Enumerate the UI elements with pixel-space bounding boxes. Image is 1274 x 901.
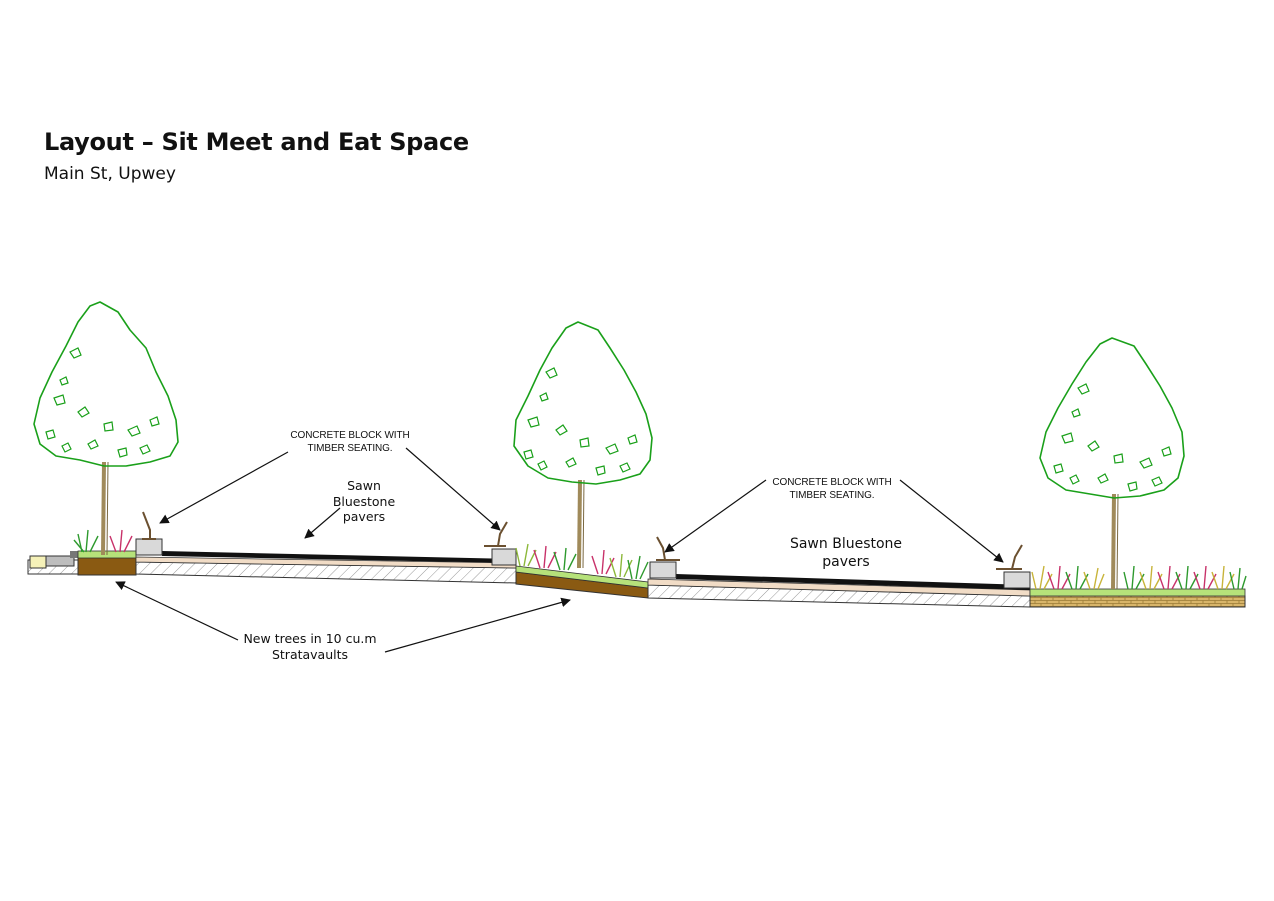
label-seating-left: CONCRETE BLOCK WITH TIMBER SEATING. <box>290 430 410 454</box>
planter-middle <box>515 565 649 599</box>
page-subtitle: Main St, Upwey <box>44 164 176 184</box>
seat-block-1 <box>135 511 163 556</box>
plants-right <box>1031 565 1247 590</box>
tree-left <box>33 301 179 556</box>
plants-left <box>73 529 133 553</box>
tree-middle <box>513 321 653 569</box>
tree-right <box>1039 337 1185 590</box>
kerb <box>27 551 79 575</box>
label-pavers-right: Sawn Bluestone pavers <box>789 536 903 570</box>
label-seating-right: CONCRETE BLOCK WITH TIMBER SEATING. <box>772 477 892 501</box>
label-trees: New trees in 10 cu.m Stratavaults <box>243 631 377 662</box>
label-pavers-left: Sawn Bluestone pavers <box>332 478 396 525</box>
plants-middle <box>515 543 649 580</box>
seat-block-3 <box>649 536 680 579</box>
page-title: Layout – Sit Meet and Eat Space <box>44 128 469 156</box>
planter-right <box>1029 588 1246 608</box>
paving-section-1 <box>135 551 517 584</box>
seat-block-2 <box>484 521 517 566</box>
paving-section-2 <box>647 574 1031 608</box>
seat-block-4 <box>996 544 1031 589</box>
annotation-arrows <box>115 447 1004 653</box>
